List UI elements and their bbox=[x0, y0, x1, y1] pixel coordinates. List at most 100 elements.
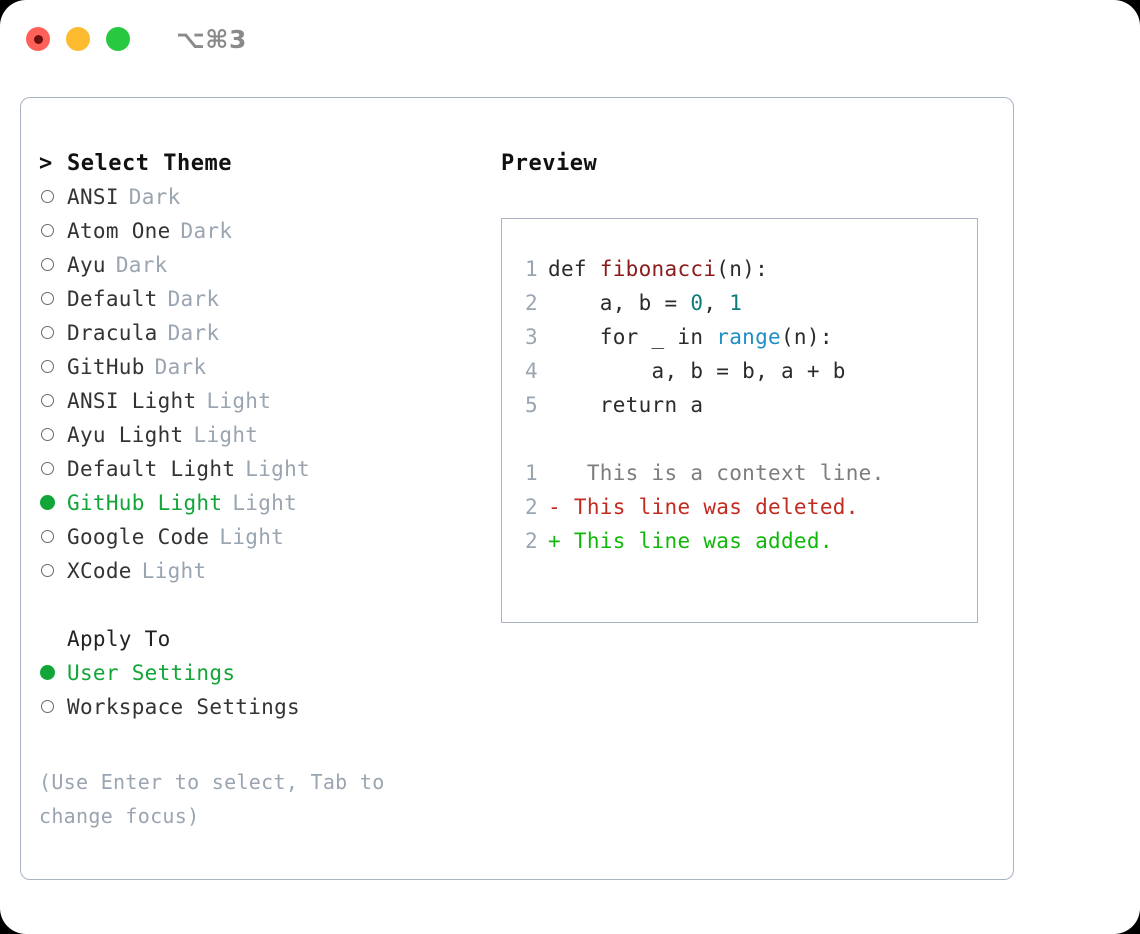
radio-dot-icon bbox=[41, 326, 54, 339]
theme-option-label: Google Code bbox=[67, 525, 210, 549]
diff-marker bbox=[548, 461, 561, 485]
theme-variant-tag: Dark bbox=[167, 287, 220, 311]
code-token: (n): bbox=[716, 257, 769, 281]
code-token: (n): bbox=[780, 325, 833, 349]
radio-dot-icon bbox=[41, 700, 54, 713]
line-number: 2 bbox=[525, 529, 538, 553]
theme-option-ayu-light[interactable]: Ayu Light Light bbox=[39, 423, 479, 457]
caret-right-icon: > bbox=[39, 151, 53, 176]
theme-variant-tag: Light bbox=[141, 559, 207, 583]
theme-option-label: GitHub Light bbox=[67, 491, 223, 515]
line-number: 5 bbox=[525, 393, 538, 417]
theme-variant-tag: Light bbox=[193, 423, 259, 447]
radio-dot-icon bbox=[40, 495, 55, 510]
diff-line-ctx: 1 This is a context line. bbox=[502, 461, 977, 495]
radio-dot-icon bbox=[41, 190, 54, 203]
theme-option-ayu[interactable]: Ayu Dark bbox=[39, 253, 479, 287]
code-token: range bbox=[716, 325, 781, 349]
window-controls bbox=[26, 27, 130, 51]
recording-indicator-icon bbox=[33, 34, 43, 44]
apply-to-option-user-settings[interactable]: User Settings bbox=[39, 661, 479, 695]
diff-marker: - bbox=[548, 495, 561, 519]
radio-dot-icon bbox=[41, 394, 54, 407]
theme-variant-tag: Light bbox=[206, 389, 272, 413]
code-token: a, b = bbox=[548, 291, 691, 315]
theme-option-github-light[interactable]: GitHub Light Light bbox=[39, 491, 479, 525]
theme-option-label: Default bbox=[67, 287, 158, 311]
code-token: fibonacci bbox=[599, 257, 717, 281]
line-number: 2 bbox=[525, 495, 538, 519]
diff-line-add: 2+ This line was added. bbox=[502, 529, 977, 563]
line-number: 1 bbox=[525, 461, 538, 485]
theme-variant-tag: Light bbox=[245, 457, 310, 481]
theme-option-label: Ayu bbox=[67, 253, 106, 277]
apply-to-option-label: User Settings bbox=[67, 661, 236, 685]
preview-title: Preview bbox=[501, 151, 598, 176]
apply-to-title: Apply To bbox=[67, 627, 171, 651]
theme-option-default[interactable]: Default Dark bbox=[39, 287, 479, 321]
diff-text: This is a context line. bbox=[560, 461, 885, 485]
theme-option-label: Default Light bbox=[67, 457, 236, 481]
radio-dot-icon bbox=[41, 428, 54, 441]
code-token: 1 bbox=[729, 291, 743, 315]
line-number: 4 bbox=[525, 359, 538, 383]
maximize-button-icon[interactable] bbox=[106, 27, 130, 51]
theme-option-label: ANSI Light bbox=[67, 389, 197, 413]
minimize-button-icon[interactable] bbox=[66, 27, 90, 51]
keyboard-hint-text: (Use Enter to select, Tab to change focu… bbox=[39, 770, 385, 828]
code-token: a, b = b, a + b bbox=[548, 359, 846, 383]
diff-sample: 1 This is a context line.2- This line wa… bbox=[502, 461, 977, 563]
theme-variant-tag: Dark bbox=[167, 321, 220, 345]
radio-dot-icon bbox=[40, 665, 55, 680]
radio-dot-icon bbox=[41, 360, 54, 373]
code-line: 5 return a bbox=[502, 393, 977, 427]
theme-option-default-light[interactable]: Default Light Light bbox=[39, 457, 479, 491]
code-line: 3 for _ in range(n): bbox=[502, 325, 977, 359]
theme-option-ansi[interactable]: ANSI Dark bbox=[39, 185, 479, 219]
apply-to-option-workspace-settings[interactable]: Workspace Settings bbox=[39, 695, 479, 729]
theme-option-label: Dracula bbox=[67, 321, 158, 345]
theme-option-ansi-light[interactable]: ANSI Light Light bbox=[39, 389, 479, 423]
theme-variant-tag: Light bbox=[219, 525, 285, 549]
theme-option-label: Ayu Light bbox=[67, 423, 184, 447]
theme-option-label: ANSI bbox=[67, 185, 119, 209]
title-bar: ⌥⌘3 bbox=[0, 0, 1140, 78]
line-number: 3 bbox=[525, 325, 538, 349]
close-button-icon[interactable] bbox=[26, 27, 50, 51]
theme-variant-tag: Dark bbox=[180, 219, 233, 243]
code-token: def bbox=[548, 257, 600, 281]
code-line: 4 a, b = b, a + b bbox=[502, 359, 977, 393]
code-token: for _ in bbox=[548, 325, 717, 349]
code-line: 2 a, b = 0, 1 bbox=[502, 291, 977, 325]
theme-variant-tag: Dark bbox=[115, 253, 168, 277]
theme-option-google-code[interactable]: Google Code Light bbox=[39, 525, 479, 559]
diff-text: This line was deleted. bbox=[560, 495, 859, 519]
code-token: 0 bbox=[690, 291, 704, 315]
radio-dot-icon bbox=[41, 462, 54, 475]
theme-variant-tag: Light bbox=[232, 491, 298, 515]
radio-dot-icon bbox=[41, 564, 54, 577]
theme-option-dracula[interactable]: Dracula Dark bbox=[39, 321, 479, 355]
theme-variant-tag: Dark bbox=[128, 185, 181, 209]
radio-dot-icon bbox=[41, 224, 54, 237]
select-theme-title: Select Theme bbox=[67, 151, 232, 176]
radio-dot-icon bbox=[41, 292, 54, 305]
code-token: , bbox=[703, 291, 730, 315]
radio-dot-icon bbox=[41, 258, 54, 271]
theme-variant-tag: Dark bbox=[154, 355, 207, 379]
code-diff-separator bbox=[502, 427, 977, 461]
code-token: return a bbox=[548, 393, 704, 417]
diff-marker: + bbox=[548, 529, 561, 553]
